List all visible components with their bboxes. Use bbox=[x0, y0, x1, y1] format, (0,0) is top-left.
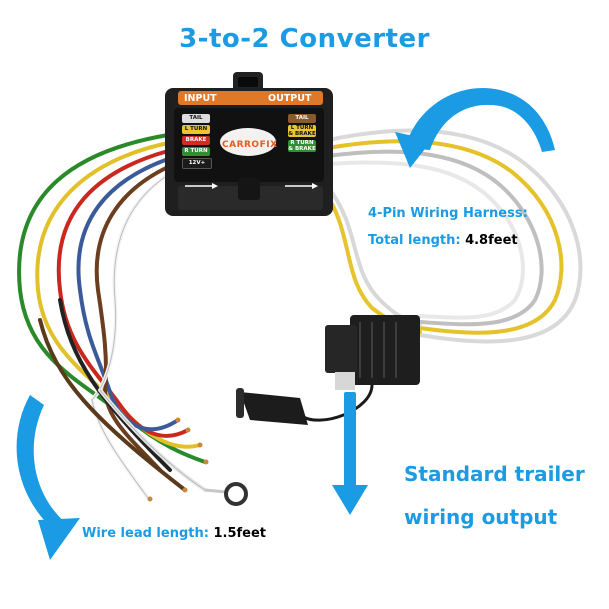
input-label: INPUT bbox=[184, 93, 217, 104]
wire-ends bbox=[147, 417, 248, 506]
input-wire-bundle bbox=[17, 133, 207, 500]
harness-length: Total length: 4.8feet bbox=[368, 233, 518, 248]
input-pin-tail: TAIL bbox=[182, 114, 210, 123]
harness-label: 4-Pin Wiring Harness: bbox=[368, 206, 528, 221]
input-pin-right-turn: R TURN bbox=[182, 147, 210, 156]
output-caption-line1: Standard trailer bbox=[404, 462, 585, 486]
curved-arrows bbox=[16, 88, 555, 560]
input-pin-left-turn: L TURN bbox=[182, 125, 210, 134]
brand-logo: CARROFIX bbox=[222, 140, 278, 150]
four-pin-connector bbox=[325, 315, 420, 390]
harness-length-value: 4.8feet bbox=[465, 233, 518, 248]
output-label: OUTPUT bbox=[268, 93, 312, 104]
dust-cap bbox=[236, 384, 374, 425]
wire-lead-value: 1.5feet bbox=[213, 526, 267, 541]
input-pin-12v: 12V+ bbox=[182, 158, 212, 169]
wire-lead-length: Wire lead length: 1.5feet bbox=[82, 526, 266, 541]
page-title: 3-to-2 Converter bbox=[179, 24, 430, 54]
wire-lead-label: Wire lead length: bbox=[82, 526, 209, 541]
output-pin-left-turn-brake: L TURN & BRAKE bbox=[288, 125, 316, 137]
output-pin-tail: TAIL bbox=[288, 114, 316, 123]
output-pin-right-turn-brake: R TURN & BRAKE bbox=[288, 140, 316, 152]
harness-length-label: Total length: bbox=[368, 233, 461, 248]
input-pin-brake: BRAKE bbox=[182, 136, 210, 145]
output-caption-line2: wiring output bbox=[404, 505, 558, 529]
